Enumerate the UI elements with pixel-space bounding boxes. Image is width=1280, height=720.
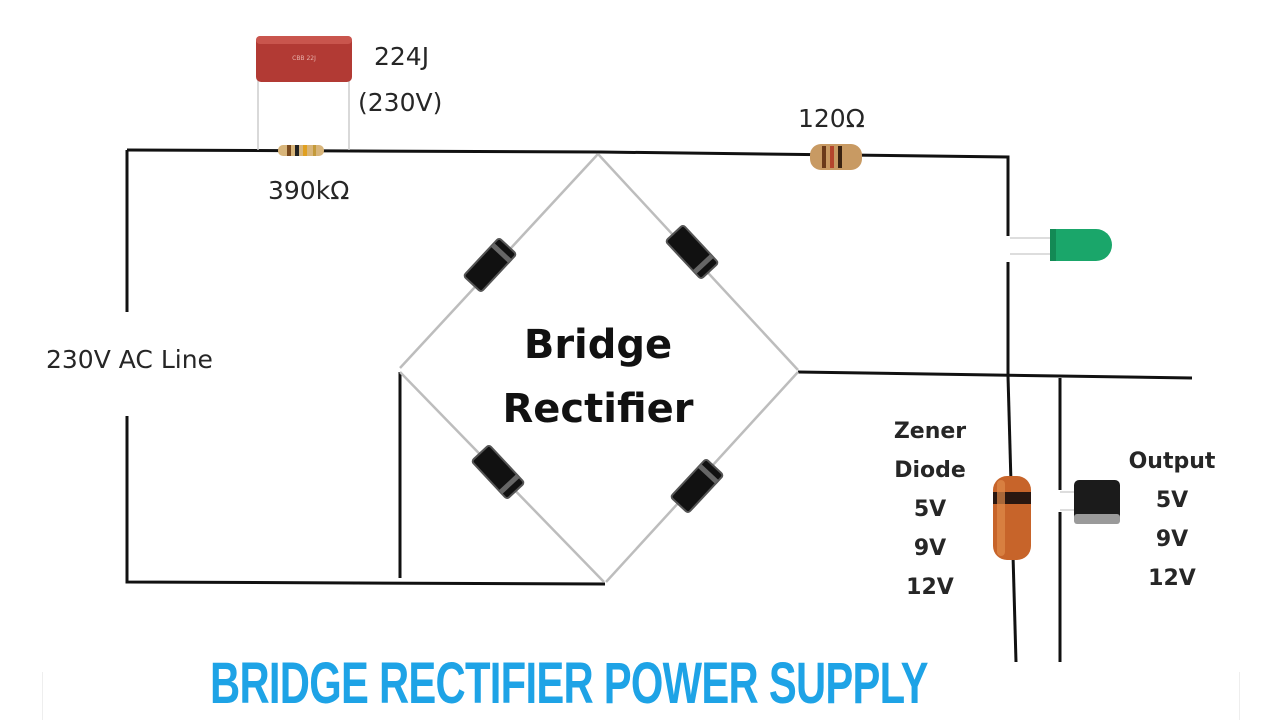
diagram-title: BRIDGE RECTIFIER POWER SUPPLY [210, 651, 928, 716]
zener-label-line: Zener [893, 419, 967, 444]
zener-label-line: 12V [906, 575, 954, 600]
ac-line-label: 230V AC Line [46, 345, 213, 374]
wire-bridge-pos [797, 370, 1193, 380]
wire-top-right [599, 150, 1010, 236]
bridge-label-line2: Rectifier [502, 386, 694, 432]
diode-icon [471, 445, 525, 499]
diode-icon [463, 238, 517, 292]
capacitor-icon: CBB 22J [256, 36, 352, 150]
svg-text:CBB 22J: CBB 22J [292, 55, 316, 62]
output-label-line: 12V [1148, 566, 1196, 591]
capacitor-label-voltage: (230V) [358, 88, 443, 117]
zener-label-line: 9V [913, 536, 947, 561]
zener-label: Zener Diode 5V 9V 12V [880, 412, 980, 607]
wire-left-lower [125, 416, 606, 586]
diode-icon [665, 225, 719, 279]
wires [125, 148, 1193, 663]
output-label-line: 9V [1155, 527, 1189, 552]
resistor-120-icon [810, 144, 862, 170]
output-capacitor-icon [1060, 480, 1120, 524]
wire-top-left [126, 148, 601, 154]
resistor-120-label: 120Ω [798, 104, 865, 133]
capacitor-label-value: 224J [374, 42, 430, 71]
output-label-line: Output [1128, 449, 1216, 474]
bridge-diodes [463, 225, 724, 513]
diode-icon [670, 459, 724, 513]
resistor-390k-icon [278, 145, 324, 156]
output-label: Output 5V 9V 12V [1122, 442, 1222, 598]
led-icon [1010, 229, 1112, 261]
output-label-line: 5V [1155, 488, 1189, 513]
resistor-390k-label: 390kΩ [268, 176, 350, 205]
zener-label-line: 5V [913, 497, 947, 522]
zener-diode-icon [993, 476, 1031, 560]
title-banner [42, 672, 1240, 720]
bridge-label-line1: Bridge [523, 322, 673, 368]
zener-label-line: Diode [894, 458, 966, 483]
